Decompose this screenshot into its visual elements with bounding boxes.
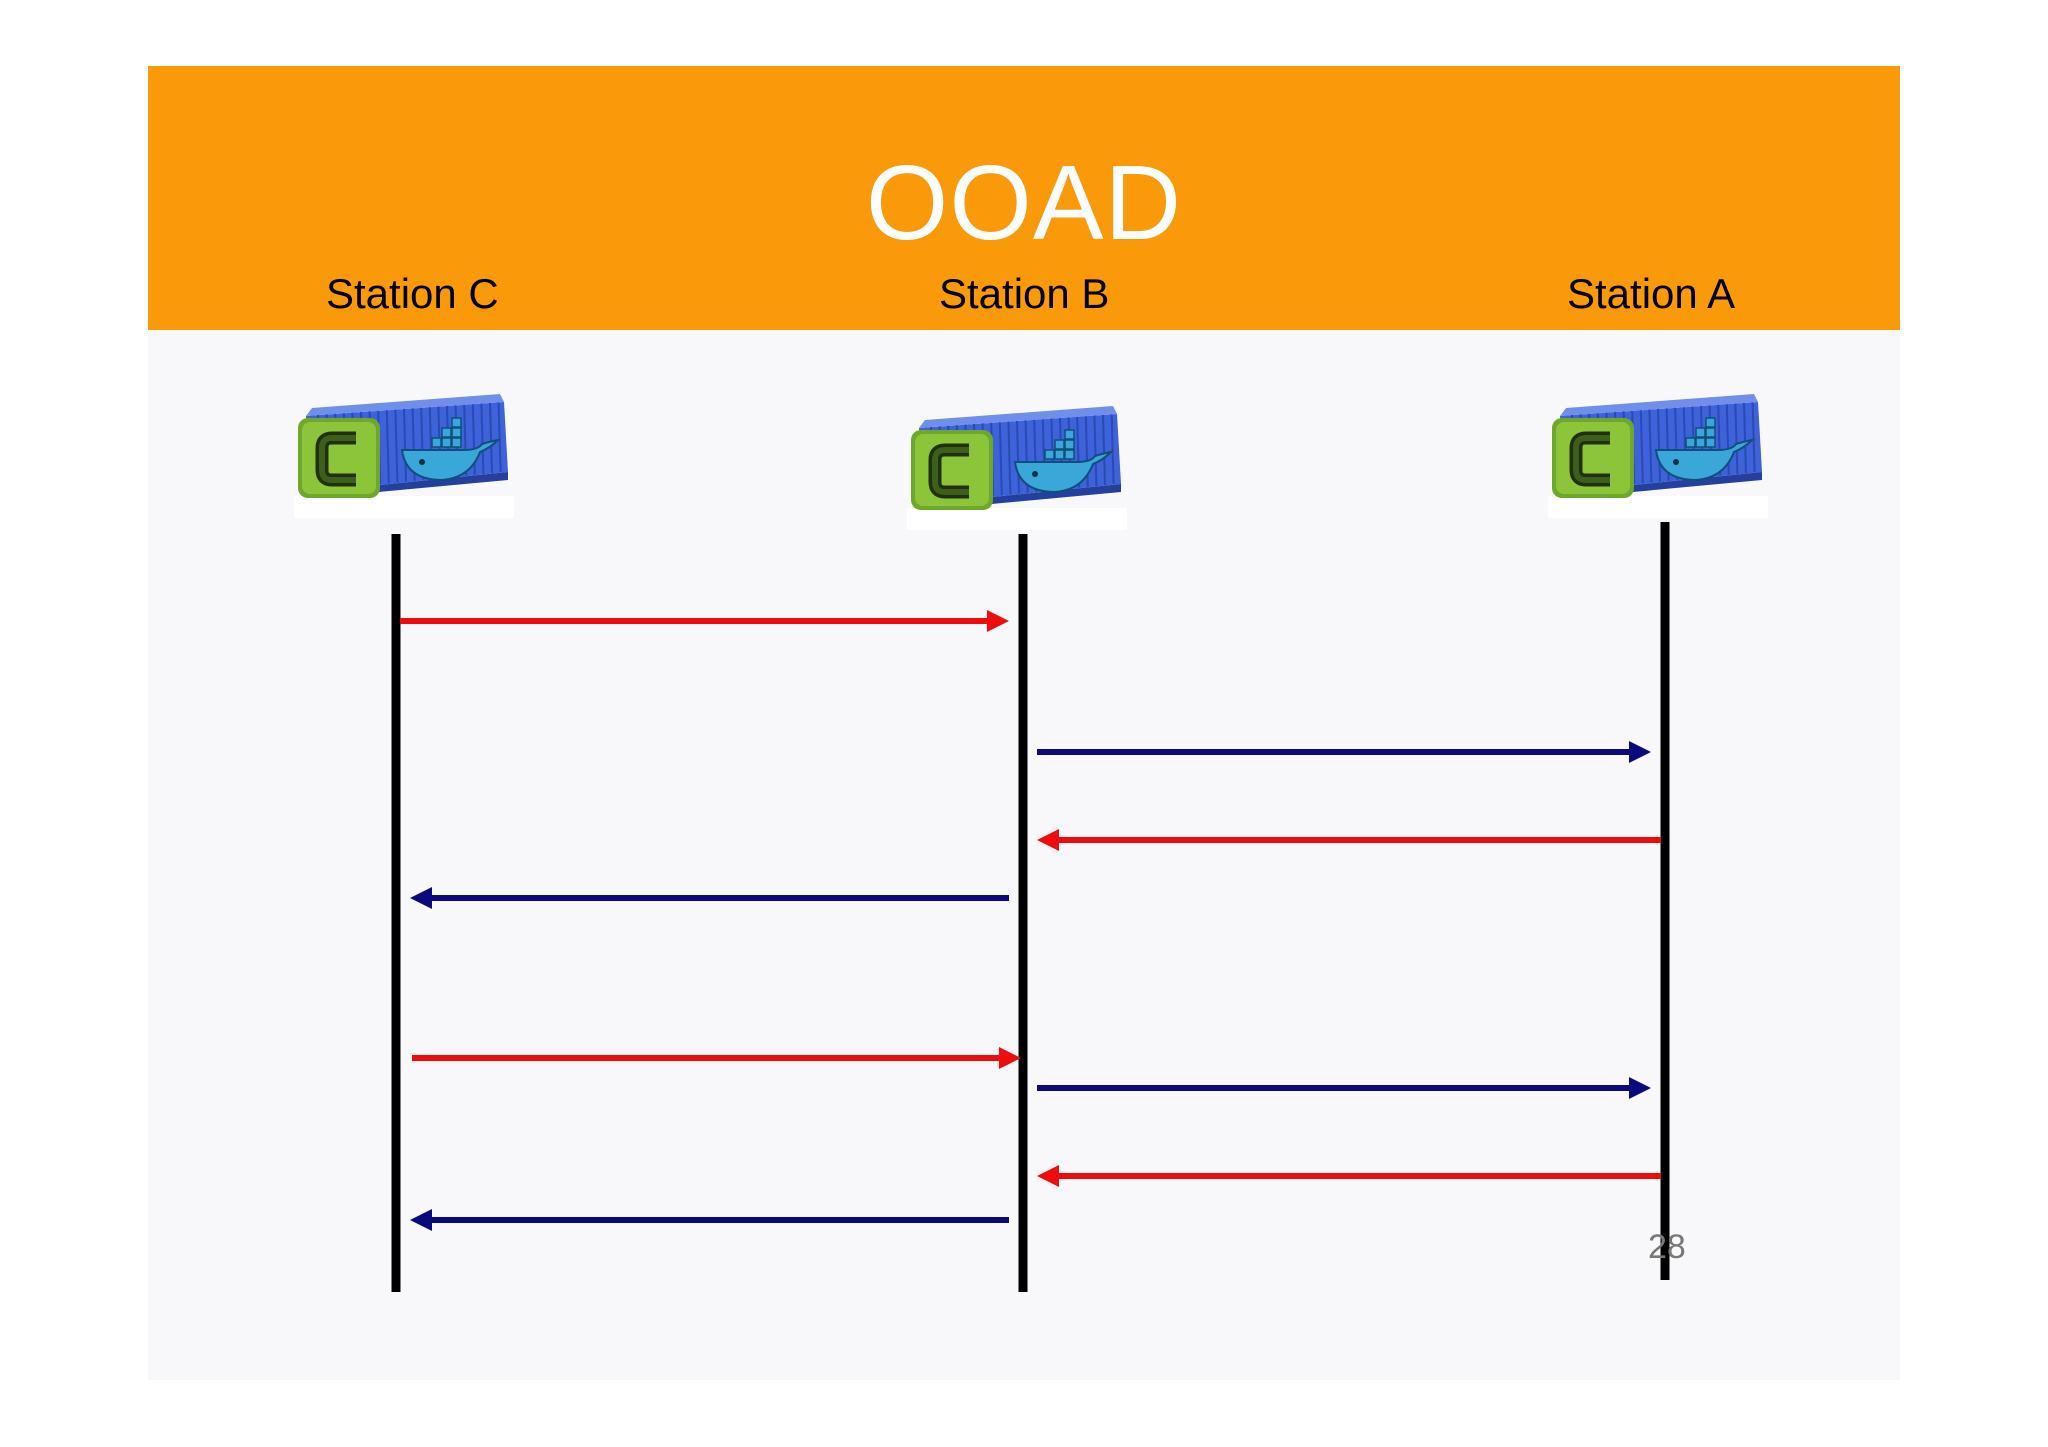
message-arrow-3 — [1037, 829, 1661, 851]
message-arrow-8 — [410, 1209, 1009, 1231]
message-arrow-1 — [400, 610, 1009, 632]
page-number: 28 — [1648, 1228, 1686, 1267]
message-arrow-7 — [1037, 1165, 1661, 1187]
message-arrow-6 — [1037, 1077, 1651, 1099]
message-arrow-5 — [412, 1047, 1021, 1069]
message-arrow-4 — [410, 887, 1009, 909]
message-arrow-2 — [1037, 741, 1651, 763]
